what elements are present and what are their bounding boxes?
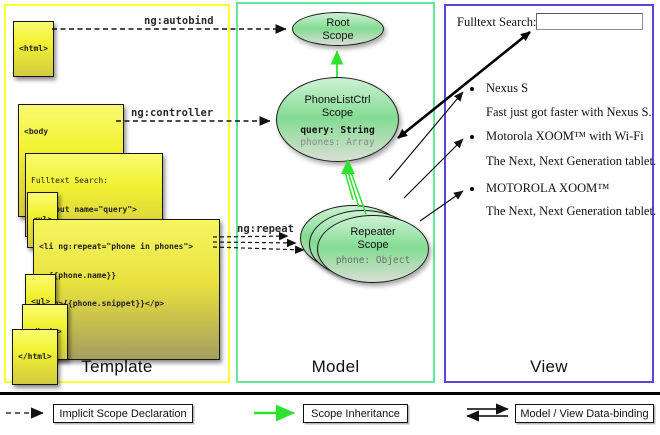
code-line: <ul> [31, 297, 51, 306]
bullet-icon [470, 135, 474, 139]
repeater-scope-name2: Scope [357, 238, 389, 251]
model-column: Model [236, 2, 435, 383]
legend-separator-line [0, 392, 660, 395]
code-line: <li ng:repeat="phone in phones"> [39, 242, 194, 251]
repeater-scope-name: Repeater [350, 226, 396, 238]
root-scope-name2: Scope [322, 29, 354, 42]
phones-property: phones: Array [300, 136, 375, 148]
view-item-title: MOTOROLA XOOM™ [486, 181, 610, 195]
phonelistctrl-scope-ellipse: PhoneListCtrl Scope query: String phones… [276, 77, 399, 162]
code-line: {{phone.name}} [39, 270, 117, 280]
phone-property: phone: Object [335, 255, 411, 266]
fulltext-search-label: Fulltext Search: [457, 15, 537, 29]
model-column-label: Model [311, 357, 360, 376]
view-item-desc: The Next, Next Generation tablet. [486, 154, 657, 168]
view-item-title: Nexus S [486, 81, 529, 95]
bullet-icon [470, 87, 474, 91]
fulltext-search-input[interactable] [536, 13, 643, 30]
code-line: <html> [19, 44, 48, 53]
phonelistctrl-scope-name2: Scope [321, 106, 354, 119]
root-scope-name: Root [326, 17, 350, 29]
code-line: </html> [18, 352, 52, 361]
view-column-label: View [530, 357, 568, 376]
legend-data-binding: Model / View Data-binding [515, 404, 654, 423]
phonelistctrl-scope-name: PhoneListCtrl [304, 94, 371, 106]
legend-implicit-scope: Implicit Scope Declaration [53, 404, 193, 423]
ng-autobind-label: ng:autobind [144, 15, 214, 27]
code-line: <p>{{phone.snippet}}</p> [39, 299, 165, 308]
view-item-title: Motorola XOOM™ with Wi-Fi [486, 129, 644, 143]
legend-scope-inheritance: Scope Inheritance [303, 404, 408, 423]
ng-controller-label: ng:controller [131, 107, 214, 119]
ng-repeat-label: ng:repeat [237, 223, 294, 235]
code-line: Fulltext Search: [31, 176, 109, 185]
template-column-label: Template [81, 357, 153, 376]
view-item-desc: Fast just got faster with Nexus S. [486, 105, 652, 119]
view-item-desc: The Next, Next Generation tablet. [486, 204, 657, 218]
root-scope-ellipse: Root Scope [292, 12, 384, 46]
query-property: query: String [300, 125, 375, 136]
code-line: <body [24, 127, 49, 136]
bullet-icon [470, 187, 474, 191]
html-close-tag-box: </html> [12, 329, 58, 385]
repeater-scope-ellipse: Repeater Scope phone: Object [317, 215, 429, 283]
html-open-tag-box: <html> [13, 21, 54, 77]
